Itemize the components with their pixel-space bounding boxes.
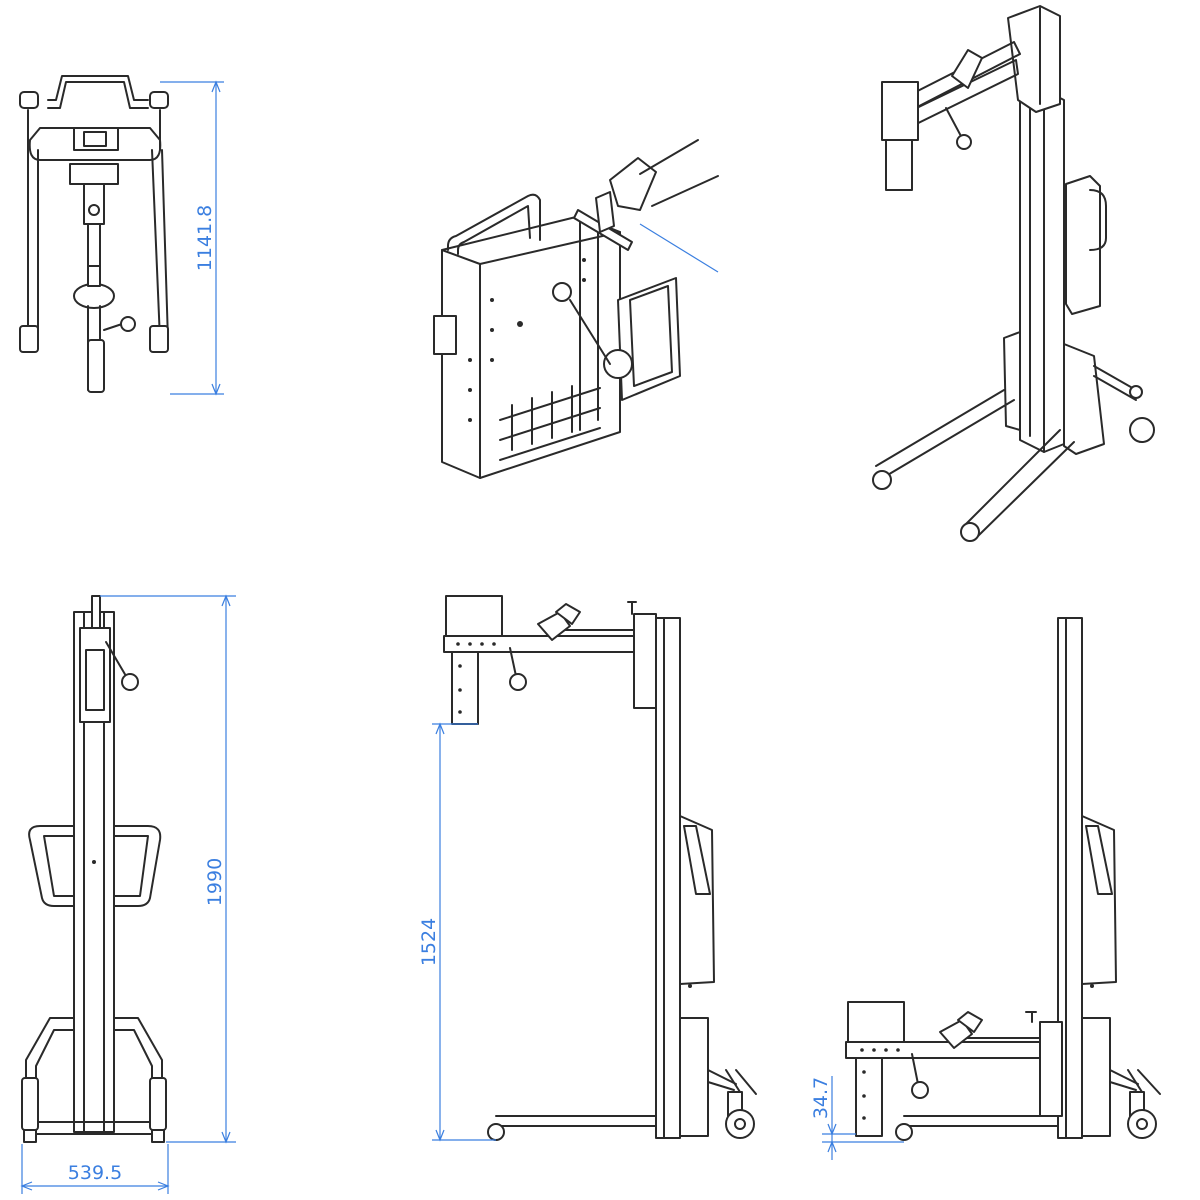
dimension-overall-width: 539.5 — [20, 1144, 170, 1194]
dimension-top-length-label: 1141.8 — [194, 205, 216, 271]
dimension-min-lift-height: 34.7 — [810, 1076, 904, 1160]
dimension-top-length: 1141.8 — [160, 80, 224, 396]
side-view-raised — [443, 595, 757, 1141]
dimension-overall-width-label: 539.5 — [68, 1162, 122, 1184]
dimension-min-lift-height-label: 34.7 — [810, 1077, 832, 1119]
front-view — [21, 595, 167, 1143]
dimension-max-lift-height-label: 1524 — [418, 918, 440, 966]
dimension-max-lift-height: 1524 — [418, 722, 496, 1142]
dimension-overall-height-label: 1990 — [204, 858, 226, 906]
top-view — [19, 75, 169, 393]
attachment-detail-isometric — [433, 139, 719, 479]
dimension-overall-height: 1990 — [100, 594, 236, 1144]
side-view-lowered — [845, 617, 1161, 1141]
isometric-view — [872, 5, 1155, 542]
